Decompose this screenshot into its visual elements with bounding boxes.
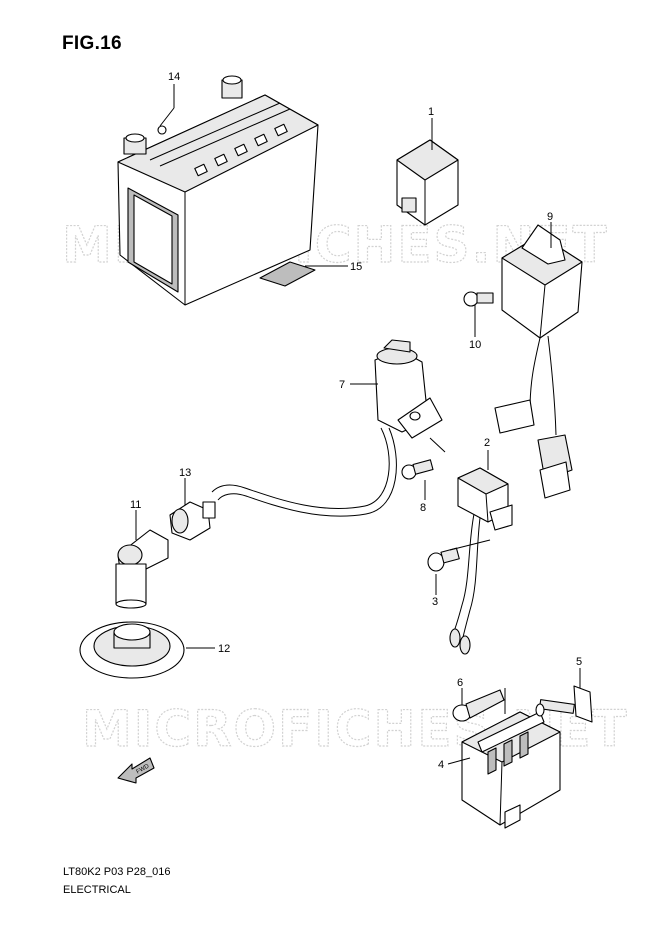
callout-1: 1 — [428, 106, 434, 118]
bolt-6 — [452, 689, 505, 722]
figure-title: FIG.16 — [62, 33, 122, 54]
fwd-arrow: FWD — [117, 757, 155, 784]
spark-plug-cap — [115, 529, 169, 609]
cap-13 — [169, 501, 216, 541]
boot-12 — [79, 621, 185, 679]
bracket-5 — [535, 685, 593, 723]
regulator-rectifier — [461, 711, 561, 829]
section-name: ELECTRICAL — [63, 884, 131, 896]
callout-14: 14 — [168, 71, 180, 83]
battery — [117, 75, 319, 306]
callout-12: 12 — [218, 643, 230, 655]
callout-2: 2 — [484, 437, 490, 449]
cdi-unit — [494, 224, 583, 499]
callout-9: 9 — [547, 211, 553, 223]
callout-11: 11 — [130, 499, 141, 511]
callout-5: 5 — [576, 656, 582, 668]
callout-13: 13 — [179, 467, 191, 479]
screw-10 — [463, 291, 494, 307]
screw-8 — [401, 459, 434, 480]
figure-code: LT80K2 P03 P28_016 — [63, 866, 171, 878]
callout-10: 10 — [469, 339, 481, 351]
callouts: 14 1 9 15 10 7 2 13 8 11 3 12 5 6 4 — [130, 71, 582, 771]
callout-6: 6 — [457, 677, 463, 689]
starter-relay — [396, 139, 459, 226]
battery-pad — [259, 261, 316, 287]
leader-lines — [135, 84, 581, 765]
callout-4: 4 — [438, 759, 444, 771]
unit-2 — [449, 467, 513, 655]
screw-3 — [427, 547, 460, 572]
callout-7: 7 — [339, 379, 345, 391]
callout-15: 15 — [350, 261, 362, 273]
ht-cable — [211, 427, 390, 509]
callout-8: 8 — [420, 502, 426, 514]
ignition-coil — [374, 339, 443, 439]
callout-3: 3 — [432, 596, 438, 608]
